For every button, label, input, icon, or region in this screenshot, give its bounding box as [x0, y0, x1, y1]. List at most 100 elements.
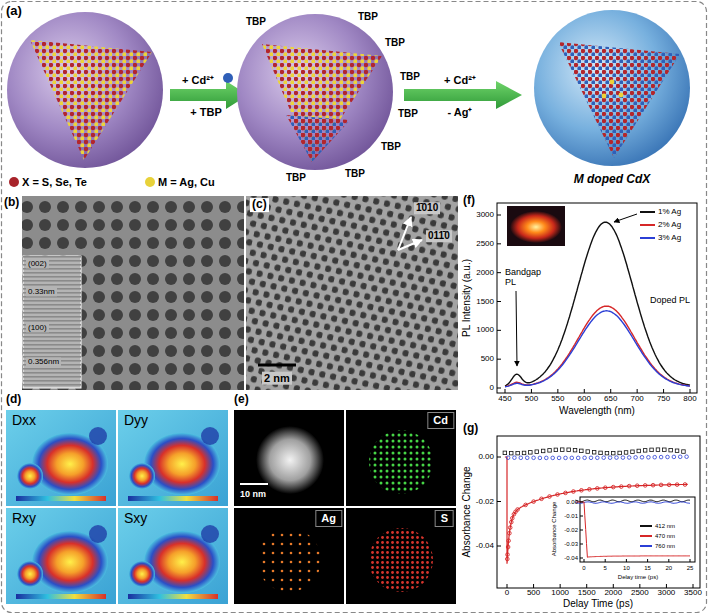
legend-line-sample — [640, 237, 655, 239]
ligand-label: TBP — [358, 11, 378, 23]
data-marker — [637, 449, 641, 453]
haadf-image — [234, 410, 344, 506]
strain-map-tile — [118, 410, 228, 506]
peak-label: Doped PL — [650, 295, 690, 305]
data-marker — [678, 455, 682, 459]
data-marker — [647, 456, 651, 460]
element-map-tag: Ag — [315, 510, 342, 527]
panel-letter: (e) — [234, 393, 249, 407]
tick-mark — [663, 389, 664, 393]
axis-tick: 2000 — [476, 268, 494, 277]
axis-tick: 1000 — [476, 326, 494, 335]
legend-swatch — [9, 177, 19, 187]
axis-tick: 0 — [582, 565, 585, 572]
axis-tick: 750 — [657, 394, 670, 403]
d-spacing: 0.33nm — [26, 287, 57, 296]
data-marker — [514, 510, 518, 514]
data-marker — [631, 450, 635, 454]
tick-mark — [497, 546, 501, 547]
pl-curve — [505, 306, 690, 386]
mx-nanocrystal — [30, 40, 152, 160]
axis-tick: -0.04 — [564, 555, 578, 562]
axis-tick: 5 — [604, 565, 607, 572]
axis-tick: 550 — [551, 394, 564, 403]
axis-tick: 1500 — [476, 297, 494, 306]
axis-tick: 25 — [687, 565, 694, 572]
map-title: Sxy — [124, 510, 147, 526]
axis-title: Delay time (ps) — [618, 574, 658, 581]
strain-map-tile — [6, 508, 116, 604]
tick-mark — [497, 272, 501, 273]
pl-curve — [505, 222, 690, 386]
tick-mark — [507, 584, 508, 588]
legend-text: M = Ag, Cu — [158, 176, 215, 189]
data-marker — [640, 456, 644, 460]
data-marker — [510, 520, 514, 524]
scale-bar — [258, 364, 296, 367]
axis-tick: 0 — [505, 588, 509, 597]
axis-tick: 500 — [481, 355, 494, 364]
data-marker — [556, 493, 560, 497]
tick-mark — [584, 389, 585, 393]
mx-nanocrystal — [262, 44, 382, 162]
element-name: Cd — [433, 414, 448, 427]
ligand-label: TBP — [286, 172, 306, 184]
ligand-label: TBP — [385, 37, 405, 49]
tick-mark — [557, 389, 558, 393]
tick-mark — [497, 501, 501, 502]
cd-signal-area — [346, 410, 456, 506]
data-marker — [586, 450, 590, 454]
cd-exchanged-region — [286, 115, 350, 162]
tick-mark — [637, 389, 638, 393]
data-marker — [596, 487, 600, 491]
data-marker — [602, 456, 606, 460]
axis-title: Wavelength (nm) — [559, 405, 635, 417]
axis-tick: 3000 — [476, 210, 494, 219]
hrtem-lattice — [246, 196, 458, 390]
tick-mark — [666, 584, 667, 588]
data-marker — [605, 451, 609, 455]
axis-tick: -0.04 — [476, 541, 494, 550]
data-marker — [516, 451, 520, 455]
peak-label: Bandgap PL — [505, 267, 551, 288]
cd-ion — [223, 73, 233, 83]
tick-mark — [586, 584, 587, 588]
panel-letter: (b) — [4, 196, 19, 210]
tick-mark — [580, 516, 583, 517]
ligand-label: TBP — [400, 71, 420, 83]
data-marker — [506, 545, 510, 549]
data-marker — [643, 449, 647, 453]
ligand-label: TBP — [246, 16, 266, 28]
data-marker — [621, 456, 625, 460]
data-marker — [548, 449, 552, 453]
direction-arrow — [398, 240, 422, 250]
axis-tick: 3500 — [684, 588, 702, 597]
axis-tick: 15 — [644, 565, 651, 572]
axis-tick: -0.02 — [476, 497, 494, 506]
ligand-shell — [7, 12, 163, 168]
tick-mark — [690, 389, 691, 393]
data-marker — [656, 448, 660, 452]
cdx-nanocrystal — [558, 42, 680, 158]
data-marker — [672, 455, 676, 459]
legend-line-sample — [640, 224, 655, 226]
ta-inset-data — [576, 500, 691, 557]
data-marker — [612, 485, 616, 489]
tick-mark — [533, 584, 534, 588]
data-marker — [508, 526, 512, 530]
inset-curve — [576, 502, 691, 557]
inset-curve — [576, 502, 691, 503]
data-marker — [588, 488, 592, 492]
axis-tick: 1000 — [551, 588, 569, 597]
data-marker — [567, 448, 571, 452]
reagent-label: + TBP — [190, 106, 221, 119]
data-marker — [604, 486, 608, 490]
tick-mark — [690, 559, 691, 562]
data-marker — [538, 456, 542, 460]
legend-text: 1% Ag — [658, 207, 681, 216]
axis-tick: -0.02 — [564, 527, 578, 534]
tick-mark — [560, 584, 561, 588]
panel-letter: (f) — [463, 194, 475, 208]
